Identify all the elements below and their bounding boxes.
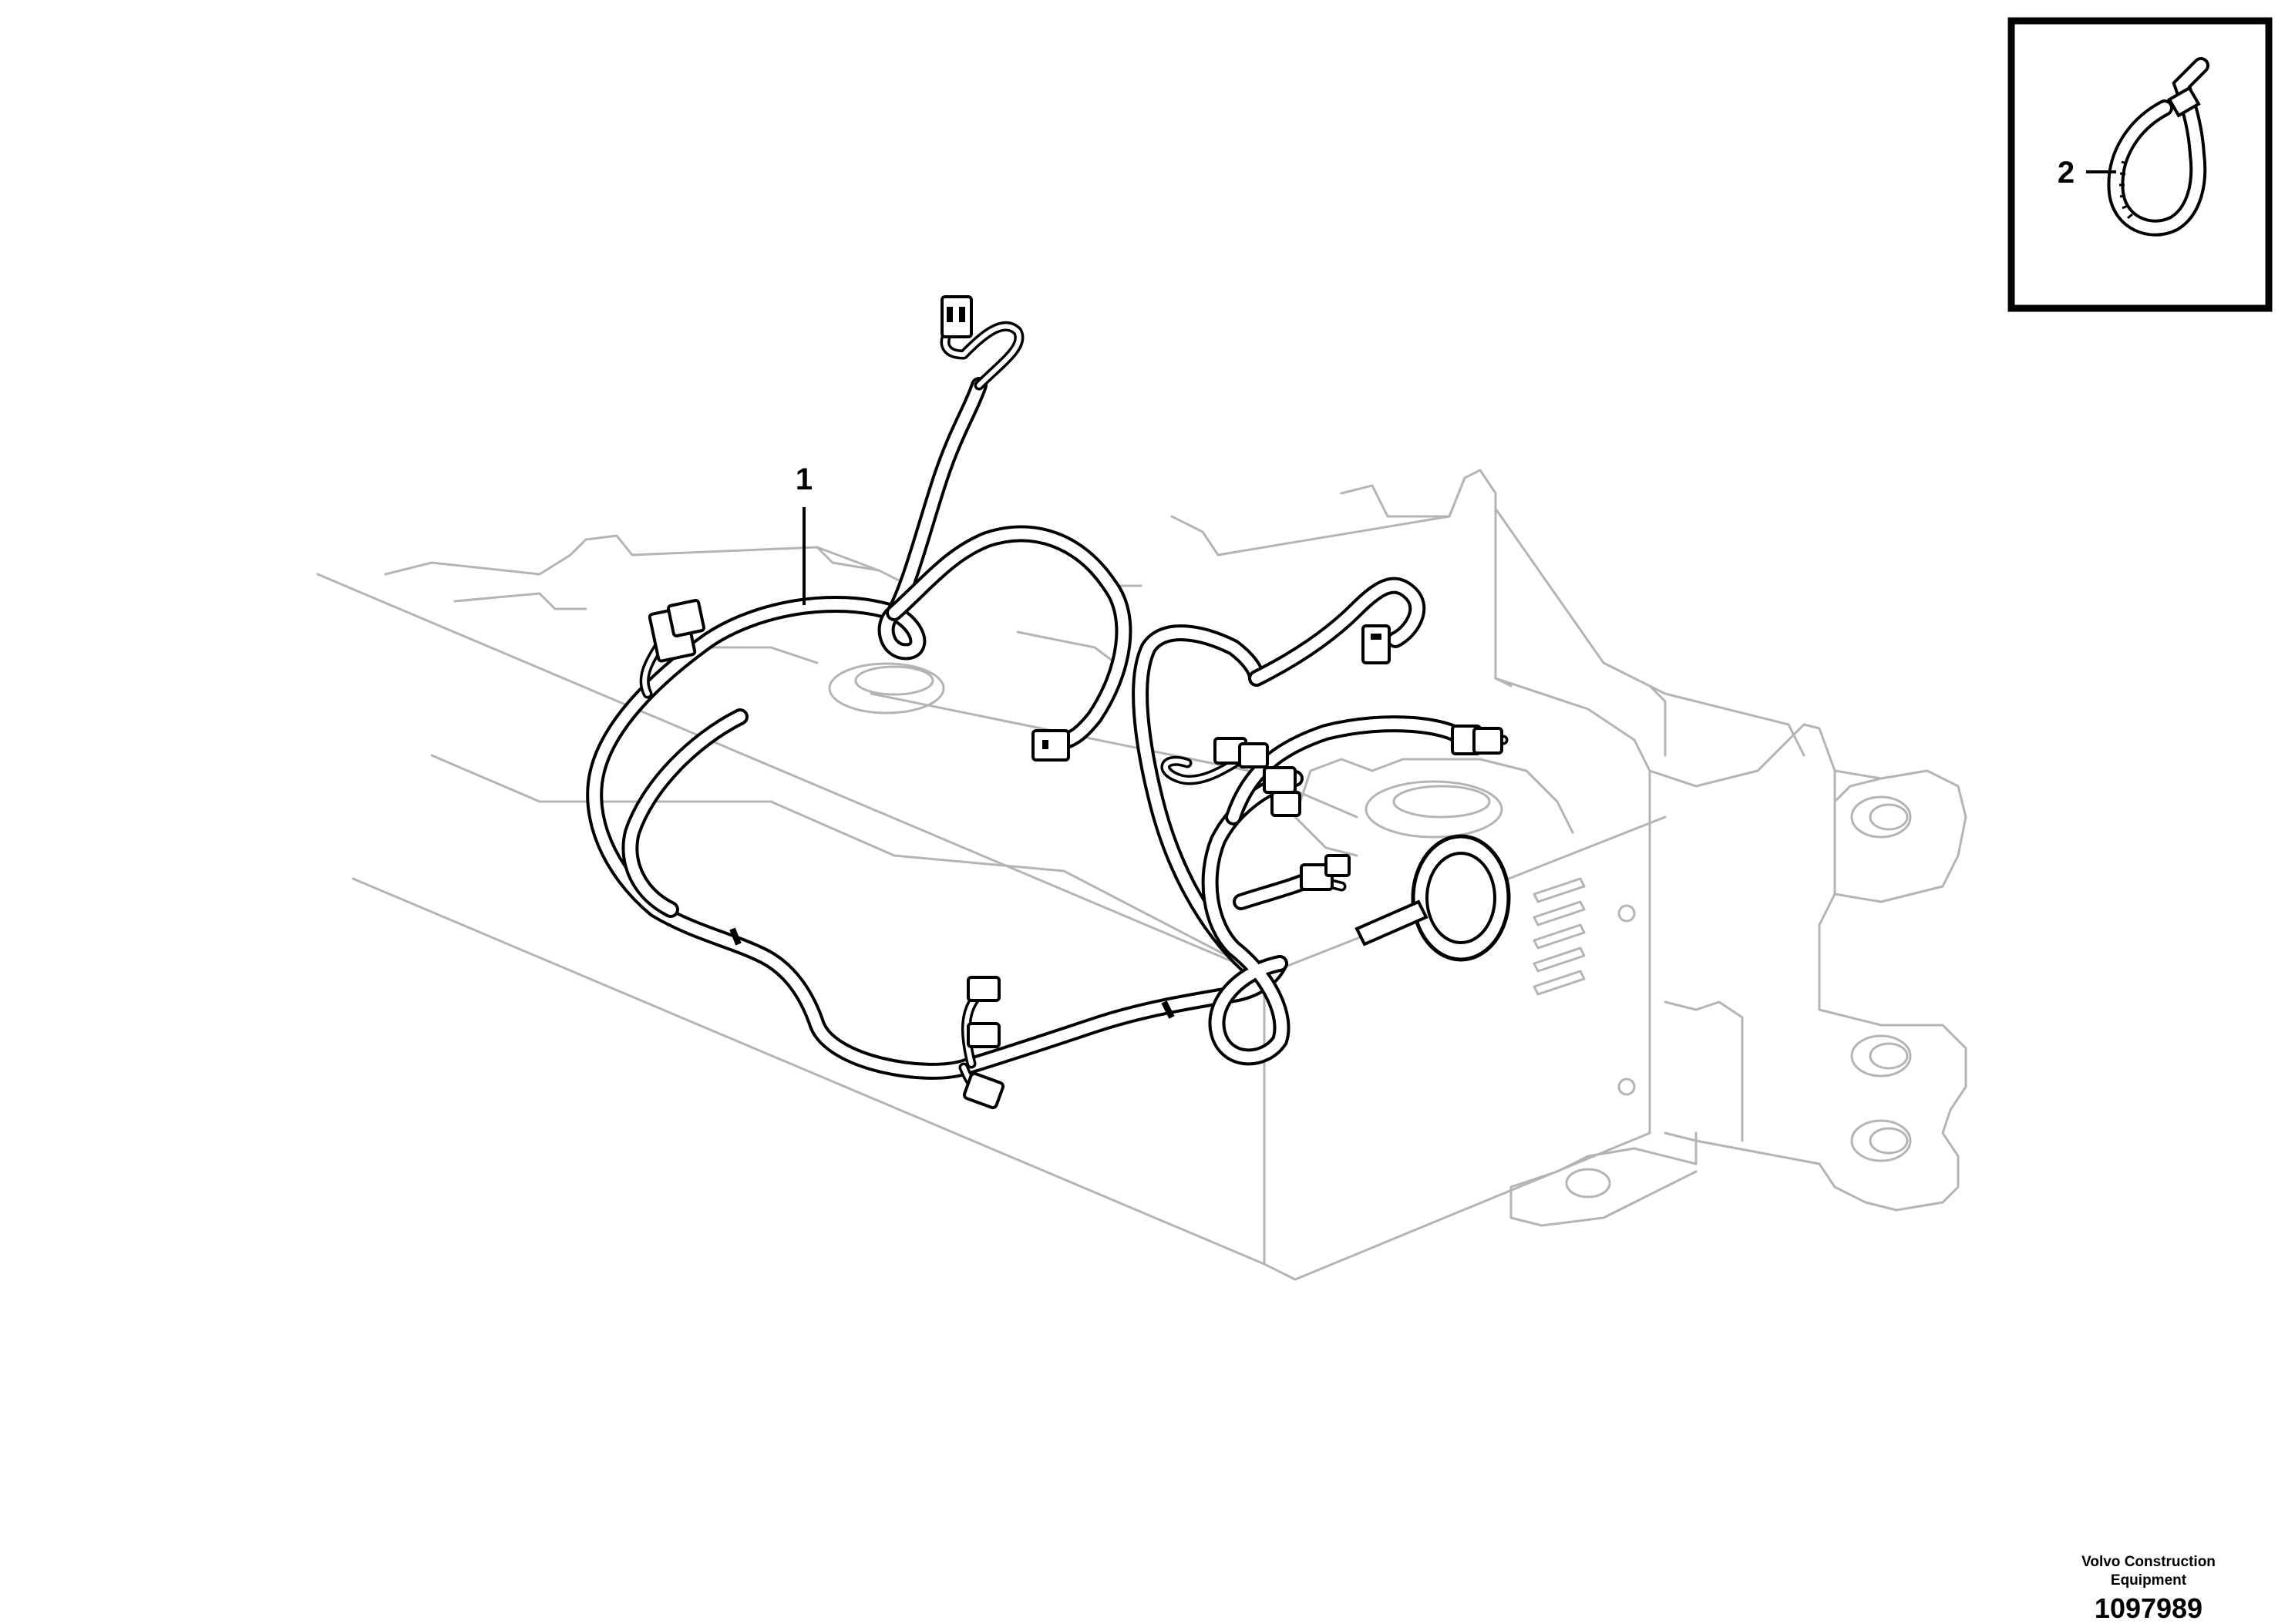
connector-top xyxy=(941,295,973,338)
callout-1: 1 xyxy=(796,462,813,605)
connector-left xyxy=(648,599,705,663)
connector-lower-pair xyxy=(962,976,1005,1110)
connector-upper-right xyxy=(1361,624,1391,664)
grommet xyxy=(1354,834,1511,962)
machine-frame xyxy=(316,469,1967,1281)
footer-company-line2: Equipment xyxy=(2110,1572,2187,1589)
inset-box: 2 xyxy=(2007,17,2273,312)
callout-1-label: 1 xyxy=(796,462,813,496)
connectors xyxy=(648,295,1511,1110)
footer-company-line1: Volvo Construction xyxy=(2081,1554,2216,1570)
connector-middle-pair xyxy=(1213,737,1301,817)
footer: Volvo Construction Equipment 1097989 xyxy=(2033,1553,2264,1624)
callout-2-label: 2 xyxy=(2058,156,2075,190)
connector-center xyxy=(1031,729,1070,762)
wire-harness xyxy=(586,321,1509,1100)
cable-tie-icon xyxy=(2107,57,2209,237)
connector-right xyxy=(1451,725,1503,755)
footer-reference-number: 1097989 xyxy=(2094,1592,2203,1624)
connector-center-lower xyxy=(1300,854,1351,891)
